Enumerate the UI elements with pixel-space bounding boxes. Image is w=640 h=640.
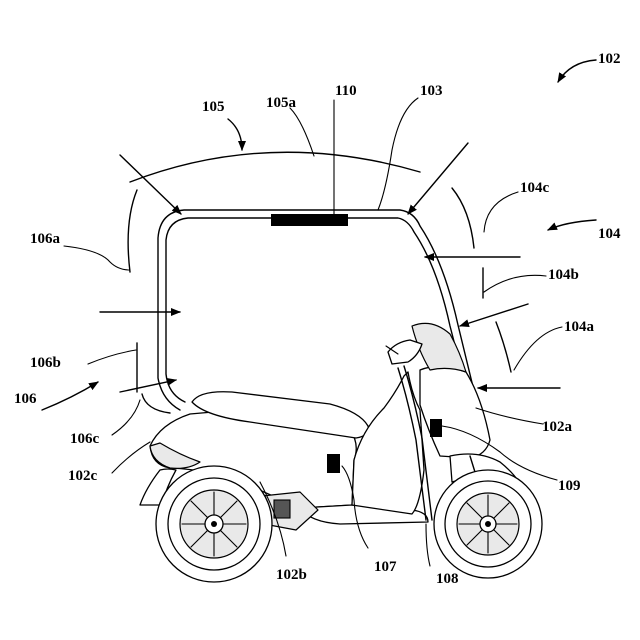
- label-106: 106: [14, 391, 37, 407]
- label-102b: 102b: [276, 567, 307, 583]
- label-108: 108: [436, 571, 459, 587]
- handlebar: [388, 340, 422, 364]
- label-105: 105: [202, 99, 225, 115]
- label-104b: 104b: [548, 267, 579, 283]
- rear-wheel: [156, 466, 272, 582]
- label-103: 103: [420, 83, 443, 99]
- label-102c: 102c: [68, 468, 98, 484]
- label-104a: 104a: [564, 319, 595, 335]
- label-104c: 104c: [520, 180, 550, 196]
- force-arrows: [42, 60, 596, 410]
- component-109: [430, 419, 442, 437]
- label-105a: 105a: [266, 95, 297, 111]
- label-107: 107: [374, 559, 397, 575]
- label-106c: 106c: [70, 431, 100, 447]
- roof-panel-arc: [130, 152, 420, 182]
- label-110: 110: [335, 83, 357, 99]
- label-109: 109: [558, 478, 581, 494]
- label-104: 104: [598, 226, 621, 242]
- front-panel-lower-arc: [496, 322, 511, 372]
- roof-component-110: [271, 214, 348, 226]
- label-106a: 106a: [30, 231, 61, 247]
- front-wheel: [434, 470, 542, 578]
- label-106b: 106b: [30, 355, 61, 371]
- rear-panel-upper-arc: [128, 190, 137, 272]
- component-107: [327, 454, 340, 473]
- label-102: 102: [598, 51, 621, 67]
- label-102a: 102a: [542, 419, 573, 435]
- front-panel-upper-arc: [452, 188, 474, 248]
